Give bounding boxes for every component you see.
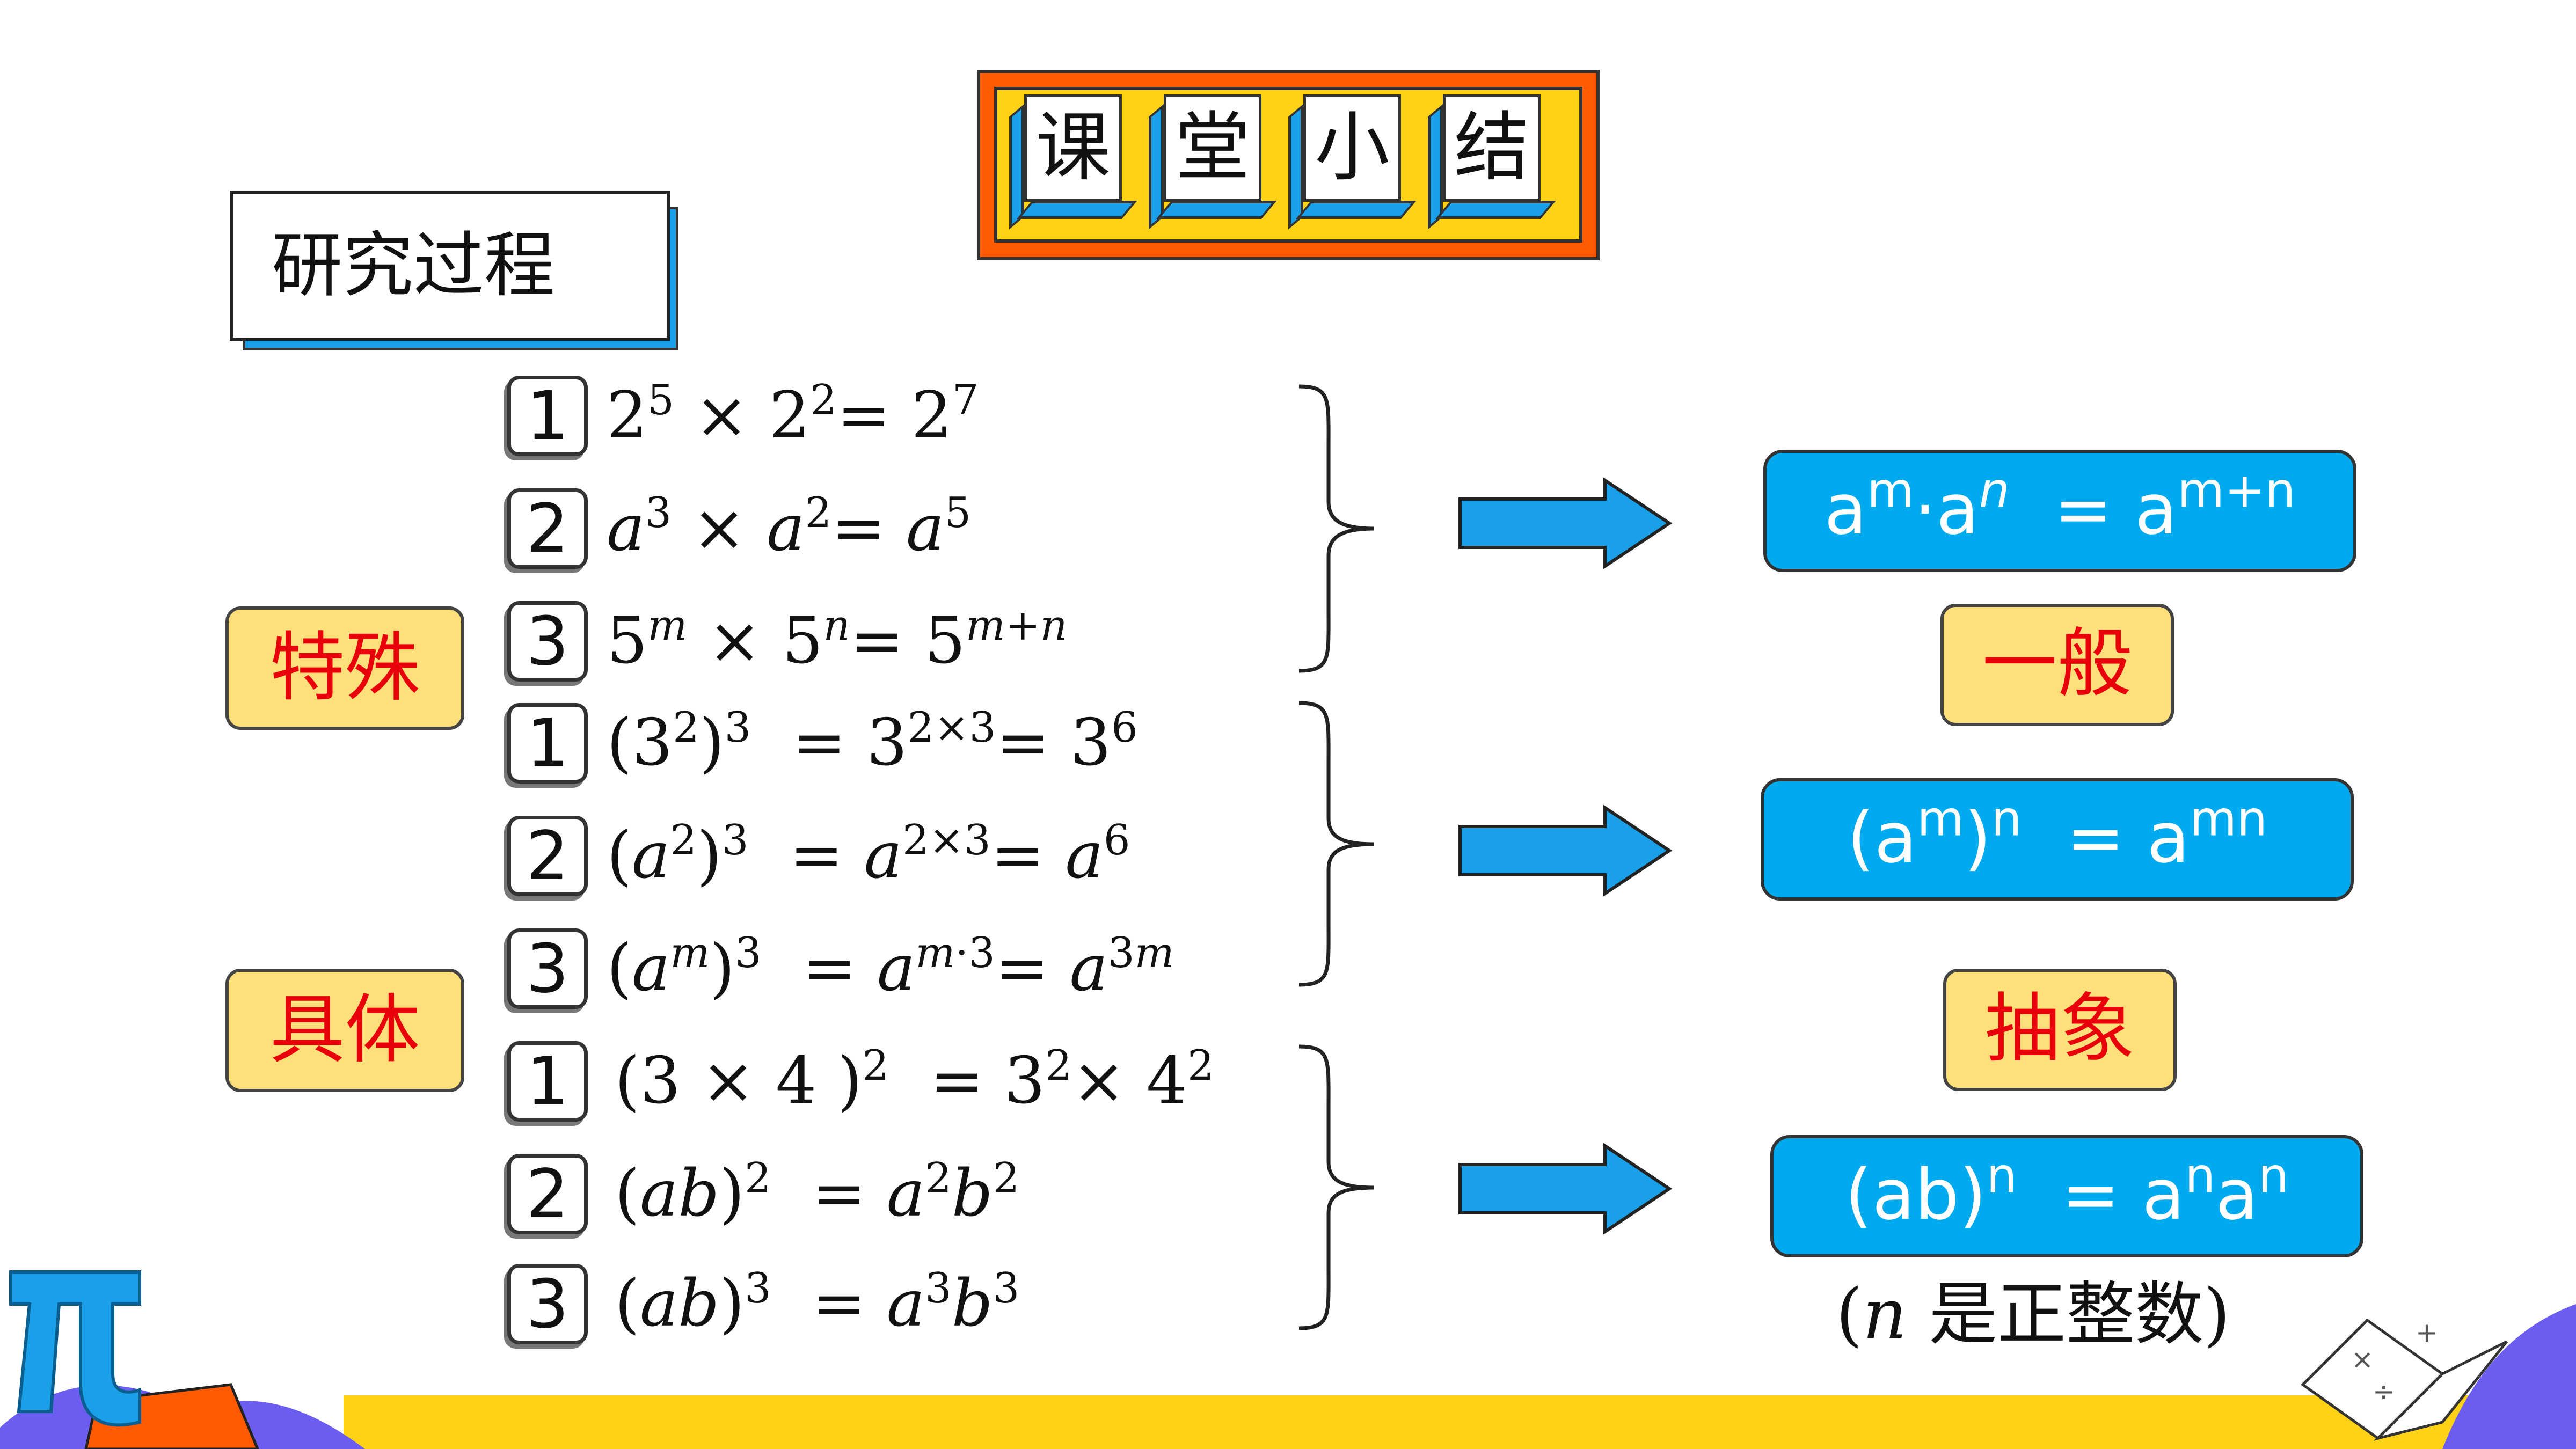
bottom-decoration-bar <box>344 1395 2576 1449</box>
row-number: 1 <box>507 1041 588 1122</box>
right-brace <box>1298 384 1375 673</box>
svg-text:÷: ÷ <box>2373 1376 2395 1407</box>
equation: 5m × 5n= 5m+n <box>607 602 1068 678</box>
equation: (a2)3 = a2×3= a6 <box>607 816 1130 893</box>
label-abstract: 抽象 <box>1943 969 2177 1091</box>
svg-text:×: × <box>2351 1344 2374 1375</box>
row-number: 3 <box>507 1264 588 1344</box>
equation: (am)3 = am·3= a3m <box>607 929 1174 1006</box>
right-arrow-icon <box>1458 478 1673 569</box>
title-char: 小 <box>1303 94 1401 202</box>
equation: (3 × 4 )2 = 32× 42 <box>615 1042 1214 1118</box>
equation: a3 × a2= a5 <box>607 489 972 566</box>
title-char-cell: 小 <box>1288 94 1417 230</box>
right-arrow-icon <box>1458 805 1673 896</box>
title-char: 结 <box>1443 94 1541 202</box>
equation: 25 × 22= 27 <box>607 376 979 453</box>
right-brace <box>1298 701 1375 987</box>
title-char: 堂 <box>1164 94 1261 202</box>
book-decoration-icon: × ÷ + <box>2301 1304 2576 1449</box>
title-char-cell: 结 <box>1428 94 1556 230</box>
right-brace <box>1298 1044 1375 1330</box>
row-number: 2 <box>507 488 588 569</box>
pi-decoration-icon <box>0 1270 365 1449</box>
condition-note: (𝑛 是正整数) <box>1836 1275 2231 1355</box>
right-arrow-icon <box>1458 1143 1673 1234</box>
row-number: 2 <box>507 816 588 896</box>
title-char-cell: 课 <box>1009 94 1137 230</box>
equation: (ab)2 = a2b2 <box>615 1154 1020 1231</box>
title-char-cell: 堂 <box>1149 94 1277 230</box>
equation: (ab)3 = a3b3 <box>615 1264 1020 1341</box>
rule-product-power-box: (ab)n = anan <box>1770 1135 2363 1257</box>
svg-text:+: + <box>2416 1317 2438 1348</box>
title-char: 课 <box>1024 94 1122 202</box>
rule-power-box: (am)n = amn <box>1761 778 2354 901</box>
row-number: 2 <box>507 1154 588 1234</box>
label-general: 一般 <box>1940 604 2174 726</box>
row-number: 1 <box>507 703 588 784</box>
label-special: 特殊 <box>225 606 464 730</box>
row-number: 1 <box>507 376 588 456</box>
row-number: 3 <box>507 601 588 682</box>
rule-product-box: am·an = am+n <box>1763 450 2356 572</box>
process-label: 研究过程 <box>230 191 670 341</box>
row-number: 3 <box>507 928 588 1009</box>
label-concrete: 具体 <box>225 969 464 1092</box>
equation: (32)3 = 32×3= 36 <box>607 704 1138 780</box>
